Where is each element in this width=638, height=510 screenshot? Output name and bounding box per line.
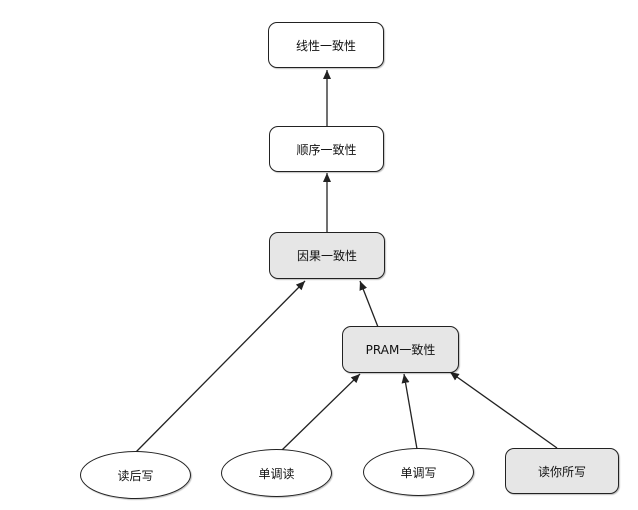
edge-pram-to-causal xyxy=(359,280,379,328)
node-causal-consistency: 因果一致性 xyxy=(269,232,385,279)
edge-read-your-writes-to-pram xyxy=(449,371,558,449)
node-read-after-write: 读后写 xyxy=(80,451,191,499)
node-pram-consistency: PRAM一致性 xyxy=(342,326,459,373)
node-label: 读你所写 xyxy=(537,464,586,479)
node-linear-consistency: 线性一致性 xyxy=(268,22,384,68)
node-monotonic-write: 单调写 xyxy=(363,448,474,496)
edge-read-after-write-to-causal xyxy=(134,280,306,454)
edge-monotonic-read-to-pram xyxy=(281,373,361,451)
node-read-your-writes: 读你所写 xyxy=(505,448,619,494)
node-label: 单调写 xyxy=(400,465,437,480)
node-label: 线性一致性 xyxy=(295,38,356,53)
node-monotonic-read: 单调读 xyxy=(221,449,332,497)
edge-monotonic-write-to-pram xyxy=(401,373,418,450)
node-sequential-consistency: 顺序一致性 xyxy=(269,126,384,172)
node-label: 单调读 xyxy=(258,466,295,481)
node-label: 因果一致性 xyxy=(296,249,357,263)
node-label: 读后写 xyxy=(117,468,154,483)
node-label: PRAM一致性 xyxy=(365,343,436,357)
node-label: 顺序一致性 xyxy=(296,142,357,157)
